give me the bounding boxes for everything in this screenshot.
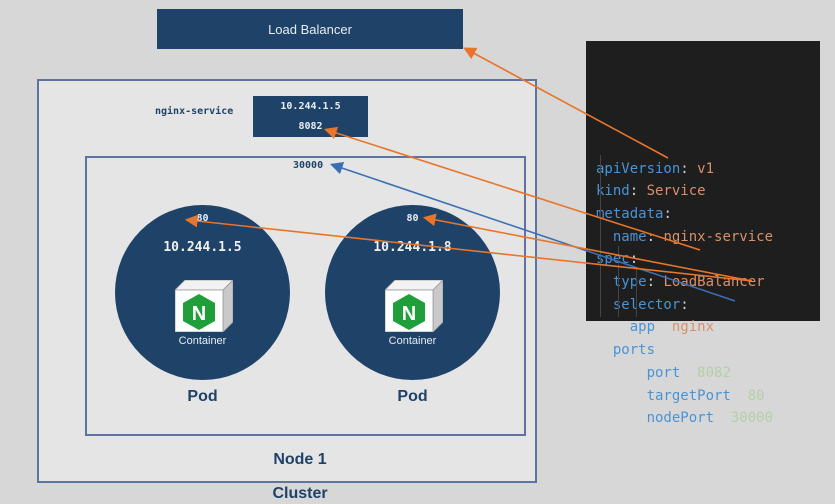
pod-label: Pod bbox=[187, 388, 218, 405]
yaml-line: apiVersion: v1 bbox=[596, 158, 820, 181]
pod-ip: 10.244.1.5 bbox=[163, 240, 242, 255]
yaml-key: selector bbox=[612, 296, 681, 313]
yaml-indent: - bbox=[596, 364, 647, 381]
yaml-indent bbox=[596, 388, 647, 404]
yaml-colon: : bbox=[730, 387, 748, 404]
yaml-colon: : bbox=[680, 160, 698, 177]
yaml-value: v1 bbox=[697, 160, 715, 177]
nginx-container-icon: N bbox=[385, 280, 443, 332]
pod-target-port: 80 bbox=[406, 213, 419, 224]
indent-guide bbox=[600, 155, 601, 317]
yaml-indent bbox=[596, 410, 647, 426]
cluster-label: Cluster bbox=[272, 485, 328, 502]
indent-guide bbox=[618, 246, 619, 317]
yaml-value: LoadBalancer bbox=[663, 274, 765, 291]
yaml-colon: : bbox=[663, 205, 672, 222]
service-name: nginx-service bbox=[155, 106, 234, 117]
yaml-colon: : bbox=[646, 274, 664, 291]
yaml-value: 8082 bbox=[697, 364, 731, 381]
yaml-value: Service bbox=[646, 183, 706, 200]
node-label: Node 1 bbox=[273, 451, 327, 468]
yaml-colon: : bbox=[714, 410, 731, 427]
service-port: 8082 bbox=[298, 121, 323, 133]
yaml-indent bbox=[596, 274, 613, 290]
yaml-line: name: nginx-service bbox=[596, 226, 820, 249]
yaml-key: app bbox=[629, 319, 656, 336]
yaml-line: type: LoadBalancer bbox=[596, 271, 820, 294]
yaml-indent bbox=[596, 342, 613, 358]
pod-2: 80 10.244.1.8 N Container bbox=[325, 205, 500, 380]
yaml-colon: : bbox=[646, 228, 664, 245]
yaml-indent bbox=[596, 319, 630, 335]
yaml-colon: : bbox=[629, 251, 639, 268]
yaml-key: nodePort bbox=[646, 410, 715, 427]
yaml-value: 30000 bbox=[730, 410, 774, 427]
yaml-line: nodePort: 30000 bbox=[596, 407, 820, 430]
yaml-line: spec: bbox=[596, 248, 820, 271]
pod-ip: 10.244.1.8 bbox=[373, 240, 452, 255]
yaml-key: kind bbox=[596, 183, 630, 200]
yaml-colon: : bbox=[629, 183, 647, 200]
nginx-container-icon: N bbox=[175, 280, 233, 332]
yaml-key: name bbox=[612, 228, 647, 245]
yaml-line: metadata: bbox=[596, 203, 820, 226]
yaml-colon: : bbox=[655, 342, 664, 359]
yaml-line: kind: Service bbox=[596, 180, 820, 203]
node-port: 30000 bbox=[293, 160, 324, 171]
yaml-line: selector: bbox=[596, 294, 820, 317]
yaml-key: spec bbox=[596, 251, 630, 268]
yaml-key: ports bbox=[612, 342, 656, 359]
yaml-value: nginx bbox=[671, 319, 715, 336]
yaml-key: targetPort bbox=[646, 387, 731, 404]
yaml-line: ports: bbox=[596, 339, 820, 362]
load-balancer-box: Load Balancer bbox=[157, 9, 463, 49]
yaml-colon: : bbox=[680, 296, 689, 313]
yaml-colon: : bbox=[680, 364, 698, 381]
service-box: 10.244.1.5 8082 bbox=[253, 96, 368, 137]
pod-label: Pod bbox=[397, 388, 428, 405]
yaml-key: port bbox=[646, 364, 681, 381]
pod-target-port: 80 bbox=[196, 213, 209, 224]
indent-guide bbox=[636, 268, 637, 317]
yaml-value: 80 bbox=[747, 387, 765, 404]
service-ip: 10.244.1.5 bbox=[280, 100, 341, 112]
load-balancer-label: Load Balancer bbox=[268, 21, 352, 37]
yaml-indent bbox=[596, 229, 613, 245]
pod-1: 80 10.244.1.5 N Container bbox=[115, 205, 290, 380]
container-label: Container bbox=[388, 335, 437, 347]
yaml-line: targetPort: 80 bbox=[596, 385, 820, 408]
yaml-colon: : bbox=[655, 319, 672, 336]
yaml-key: metadata bbox=[596, 205, 664, 222]
yaml-line: - port: 8082 bbox=[596, 362, 820, 385]
yaml-value: nginx-service bbox=[663, 228, 774, 245]
yaml-line: app: nginx bbox=[596, 316, 820, 339]
yaml-key: apiVersion bbox=[596, 160, 681, 177]
yaml-indent bbox=[596, 297, 613, 313]
container-label: Container bbox=[178, 335, 227, 347]
svg-text:N: N bbox=[402, 303, 416, 325]
svg-text:N: N bbox=[192, 303, 206, 325]
